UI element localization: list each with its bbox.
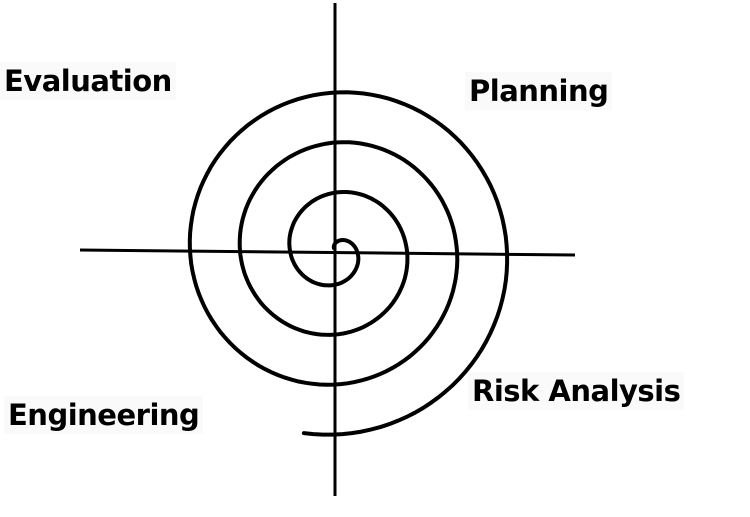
label-risk-analysis: Risk Analysis — [468, 372, 685, 410]
label-evaluation: Evaluation — [0, 62, 176, 100]
horizontal-axis — [79, 248, 576, 257]
label-planning: Planning — [465, 72, 613, 110]
label-engineering: Engineering — [4, 396, 204, 434]
spiral-path — [187, 90, 510, 437]
